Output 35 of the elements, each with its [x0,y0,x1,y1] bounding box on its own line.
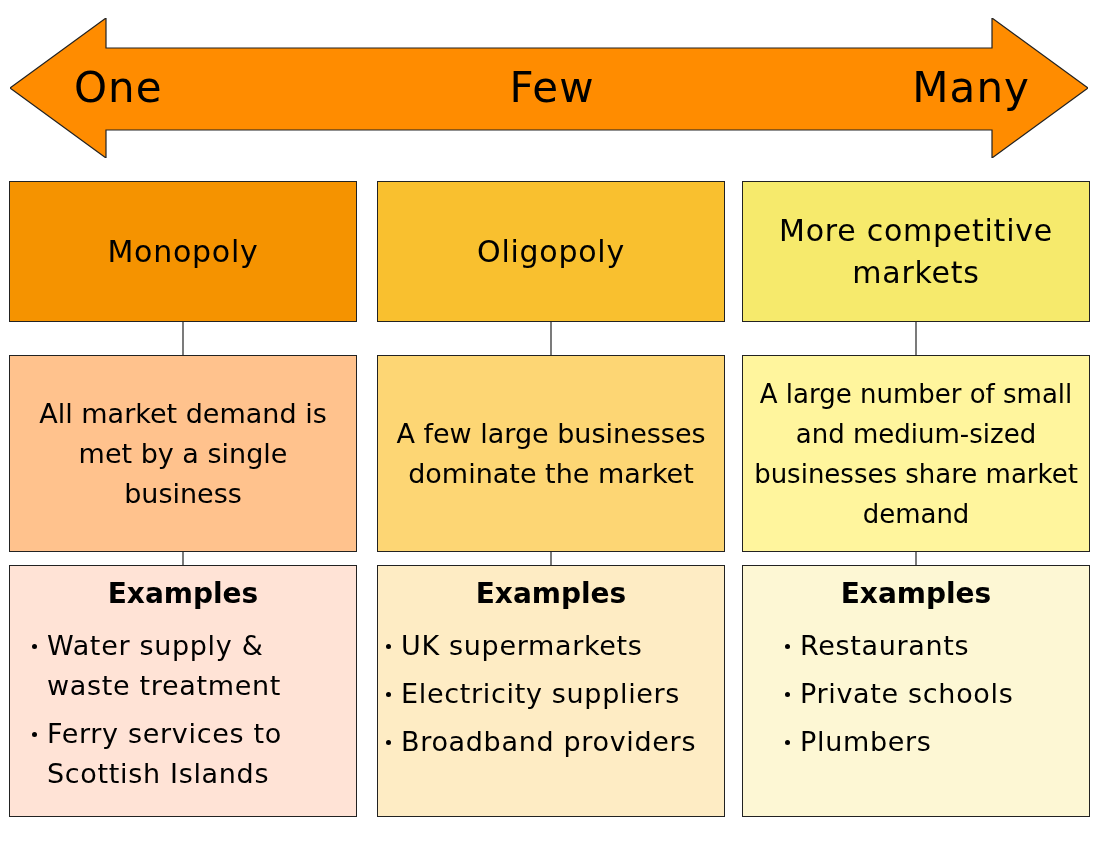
example-item: Private schools [800,677,1014,711]
description-text: All market demand is met by a single business [38,396,328,511]
scale-label: One [74,64,163,112]
market-type-box [377,181,725,322]
description-box [377,355,725,552]
description-text: A few large businesses dominate the market [395,416,707,491]
category-title: Oligopoly [477,232,625,271]
connector-line [915,551,917,566]
example-item: Restaurants [800,629,970,663]
examples-heading: Examples [840,576,992,612]
examples-box [377,565,725,817]
connector-line [915,321,917,356]
scale-label: Many [912,64,1030,112]
category-title: More competitive markets [778,211,1054,292]
connector-line [182,321,184,356]
market-type-box [742,181,1090,322]
examples-heading: Examples [107,576,259,612]
example-item: Water supply & waste treatment [47,629,283,703]
description-text: A large number of small and medium-sized businesses share market demand [753,377,1079,531]
example-item: Electricity suppliers [401,677,681,711]
connector-line [550,551,552,566]
connector-line [550,321,552,356]
market-type-box [9,181,357,322]
examples-heading: Examples [475,576,627,612]
example-item: Plumbers [800,725,932,759]
description-box [9,355,357,552]
connector-line [182,551,184,566]
scale-label: Few [509,64,595,112]
example-item: UK supermarkets [401,629,643,663]
examples-box [742,565,1090,817]
description-box [742,355,1090,552]
example-item: Ferry services to Scottish Islands [47,717,283,791]
examples-box [9,565,357,817]
category-title: Monopoly [107,232,259,271]
example-item: Broadband providers [401,725,697,759]
